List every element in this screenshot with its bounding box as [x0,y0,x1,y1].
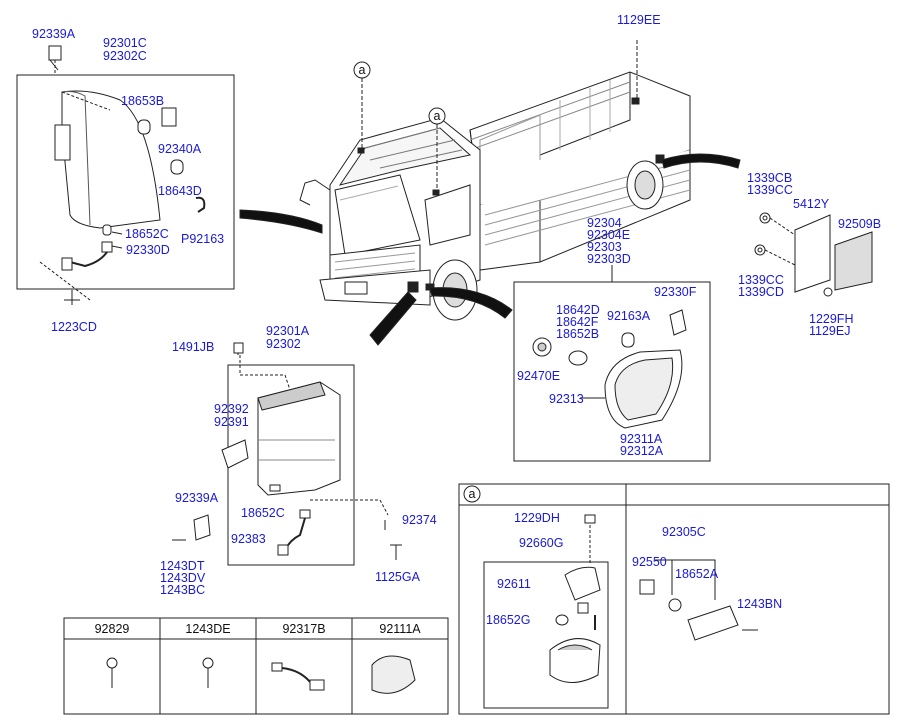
parts-table-header-4: 92111A [379,622,421,636]
part-92339a-top[interactable]: 92339A [32,27,76,41]
part-92374[interactable]: 92374 [402,513,437,527]
part-1339cc-b[interactable]: 1339CC [738,273,784,287]
part-92163a[interactable]: 92163A [607,309,651,323]
part-18652c-mid[interactable]: 18652C [241,506,285,520]
part-92311a[interactable]: 92311A [620,432,663,446]
part-1129ee[interactable]: 1129EE [617,13,661,27]
part-1229dh[interactable]: 1229DH [514,511,560,525]
part-p92163[interactable]: P92163 [181,232,225,246]
part-1491jb[interactable]: 1491JB [172,340,215,354]
part-92660g[interactable]: 92660G [519,536,564,550]
part-92550[interactable]: 92550 [632,555,667,569]
part-18652a[interactable]: 18652A [675,567,719,581]
side-lamp-group [513,265,711,462]
part-18652c-top[interactable]: 18652C [125,227,169,241]
part-92330d[interactable]: 92330D [126,243,170,257]
part-92303d[interactable]: 92303D [587,252,631,266]
parts-table-header-1: 92829 [94,622,130,636]
parts-table-header-3: 92317B [282,622,326,636]
part-1125ga[interactable]: 1125GA [375,570,420,584]
part-92392[interactable]: 92392 [214,402,249,416]
part-92330f[interactable]: 92330F [654,285,697,299]
part-92339a-mid[interactable]: 92339A [175,491,219,505]
callout-a-label-2: a [433,109,441,123]
part-92301a[interactable]: 92301A [266,324,310,338]
part-1243dv[interactable]: 1243DV [160,571,206,585]
part-5412y[interactable]: 5412Y [793,197,830,211]
part-18642d[interactable]: 18642D [556,303,600,317]
part-1229fh[interactable]: 1229FH [809,312,854,326]
part-92391[interactable]: 92391 [214,415,249,429]
part-18642f[interactable]: 18642F [556,315,599,329]
corner-lamp-group-lower [172,342,402,566]
part-92383[interactable]: 92383 [231,532,266,546]
part-92304[interactable]: 92304 [587,216,622,230]
part-92470e[interactable]: 92470E [517,369,561,383]
part-1129ej[interactable]: 1129EJ [809,324,851,338]
part-92313[interactable]: 92313 [549,392,584,406]
plate-lamp-group [754,212,873,297]
callout-a-label-1: a [358,63,366,77]
part-1243dt[interactable]: 1243DT [160,559,205,573]
part-92340a[interactable]: 92340A [158,142,202,156]
part-18652g[interactable]: 18652G [486,613,531,627]
part-1339cc-a[interactable]: 1339CC [747,183,793,197]
part-92303[interactable]: 92303 [587,240,622,254]
part-18653b[interactable]: 18653B [121,94,165,108]
part-1243bn[interactable]: 1243BN [737,597,783,611]
part-92304e[interactable]: 92304E [587,228,631,242]
corner-lamp-group-upper [16,45,235,305]
part-92611[interactable]: 92611 [497,577,531,591]
part-18643d[interactable]: 18643D [158,184,202,198]
part-92302c[interactable]: 92302C [103,49,147,63]
part-92301c[interactable]: 92301C [103,36,147,50]
part-1243bc[interactable]: 1243BC [160,583,206,597]
part-92509b[interactable]: 92509B [838,217,882,231]
part-1339cd[interactable]: 1339CD [738,285,784,299]
truck-illustration [299,71,691,321]
part-92302[interactable]: 92302 [266,337,301,351]
part-1339cb[interactable]: 1339CB [747,171,793,185]
parts-table-frame [63,617,449,715]
part-92305c[interactable]: 92305C [662,525,706,539]
detail-a-table [458,483,890,715]
part-18652b[interactable]: 18652B [556,327,600,341]
callout-a-label-3: a [468,487,476,501]
part-92312a[interactable]: 92312A [620,444,664,458]
parts-table-header-2: 1243DE [185,622,231,636]
part-1223cd[interactable]: 1223CD [51,320,97,334]
